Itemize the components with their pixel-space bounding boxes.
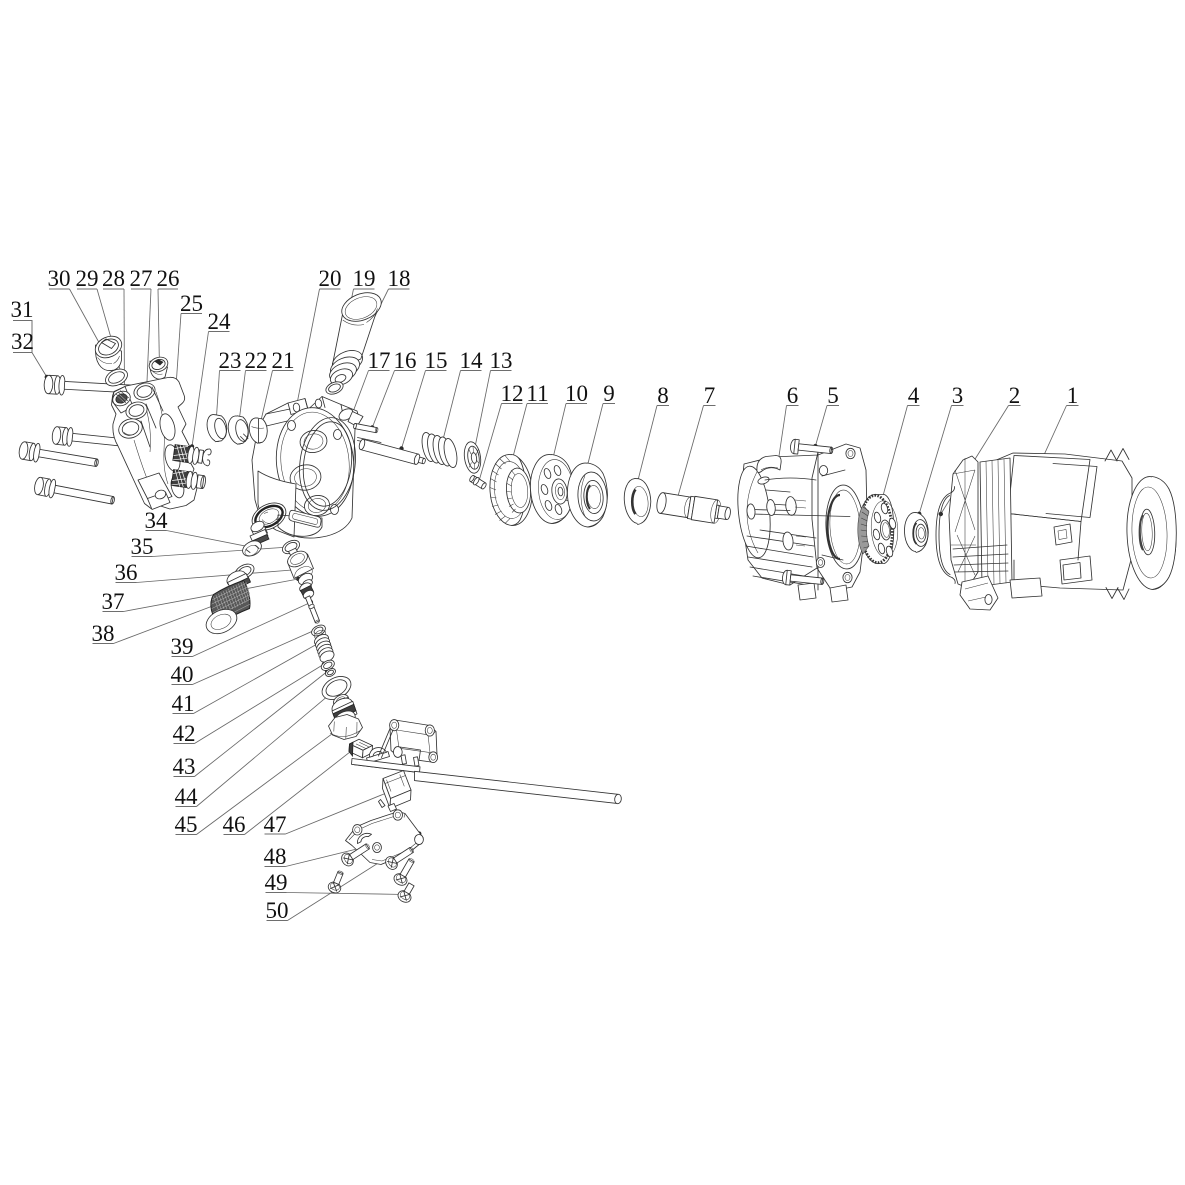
svg-text:38: 38 <box>92 621 115 646</box>
svg-text:4: 4 <box>908 383 920 408</box>
svg-text:2: 2 <box>1009 383 1021 408</box>
svg-text:35: 35 <box>131 534 154 559</box>
svg-text:37: 37 <box>102 589 125 614</box>
svg-text:20: 20 <box>319 266 342 291</box>
svg-text:49: 49 <box>265 870 288 895</box>
svg-text:16: 16 <box>394 348 417 373</box>
svg-text:40: 40 <box>171 662 194 687</box>
svg-text:27: 27 <box>130 266 153 291</box>
svg-text:23: 23 <box>219 348 242 373</box>
svg-text:44: 44 <box>175 784 199 809</box>
svg-text:43: 43 <box>173 754 196 779</box>
svg-text:21: 21 <box>272 348 295 373</box>
svg-text:22: 22 <box>245 348 268 373</box>
svg-text:42: 42 <box>173 721 196 746</box>
svg-text:7: 7 <box>704 383 716 408</box>
svg-text:29: 29 <box>76 266 99 291</box>
svg-text:26: 26 <box>157 266 180 291</box>
svg-text:48: 48 <box>264 844 287 869</box>
svg-text:5: 5 <box>827 383 839 408</box>
svg-text:41: 41 <box>172 691 195 716</box>
svg-text:18: 18 <box>388 266 411 291</box>
svg-text:11: 11 <box>526 381 548 406</box>
svg-text:36: 36 <box>115 560 138 585</box>
svg-text:8: 8 <box>657 383 669 408</box>
svg-text:45: 45 <box>175 812 198 837</box>
svg-text:28: 28 <box>102 266 125 291</box>
svg-text:1: 1 <box>1067 383 1079 408</box>
svg-text:14: 14 <box>460 348 484 373</box>
svg-text:25: 25 <box>180 291 203 316</box>
svg-text:3: 3 <box>952 383 964 408</box>
svg-text:31: 31 <box>11 297 34 322</box>
svg-text:10: 10 <box>565 381 588 406</box>
svg-text:30: 30 <box>48 266 71 291</box>
svg-text:24: 24 <box>208 309 232 334</box>
svg-text:9: 9 <box>603 381 615 406</box>
svg-text:12: 12 <box>501 381 524 406</box>
svg-text:50: 50 <box>266 898 289 923</box>
svg-text:39: 39 <box>171 634 194 659</box>
svg-text:47: 47 <box>264 812 287 837</box>
svg-text:34: 34 <box>145 508 169 533</box>
svg-text:46: 46 <box>223 812 246 837</box>
svg-text:17: 17 <box>368 348 391 373</box>
svg-text:15: 15 <box>425 348 448 373</box>
svg-text:6: 6 <box>787 383 799 408</box>
svg-text:19: 19 <box>353 266 376 291</box>
svg-text:13: 13 <box>490 348 513 373</box>
svg-text:32: 32 <box>11 329 34 354</box>
